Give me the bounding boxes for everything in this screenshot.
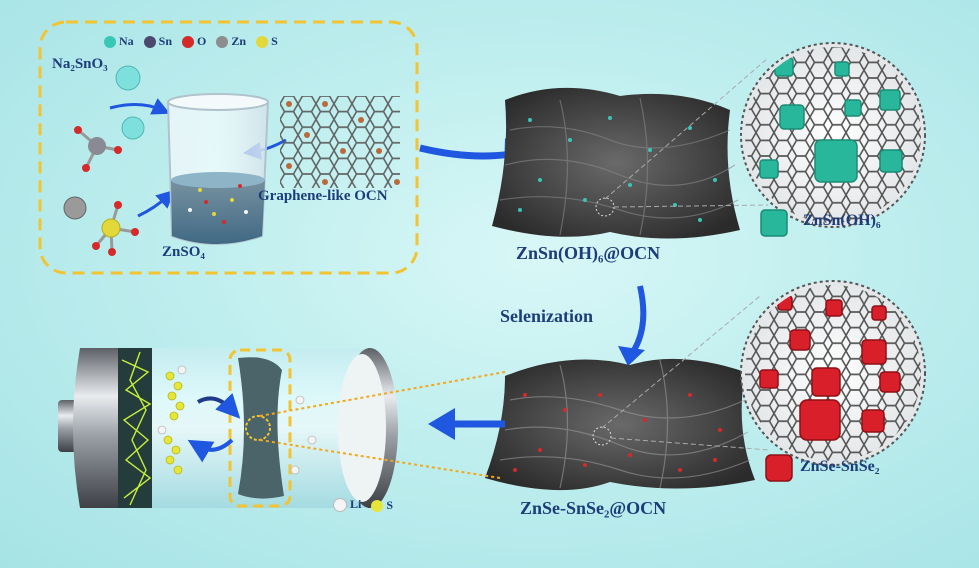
- li-ball-icon: [333, 497, 347, 512]
- label-znse-snse2: ZnSe-SnSe₂: [800, 458, 880, 475]
- zn-ball-icon: [216, 35, 229, 48]
- label-znsnoh6: ZnSn(OH)₆: [803, 212, 881, 229]
- label-na2sno3: Na₂SnO₃: [52, 56, 108, 72]
- legend-na: Na: [104, 34, 134, 49]
- label-znsnoh6-ocn: ZnSn(OH)₆@OCN: [516, 243, 661, 263]
- element-legend: Na Sn O Zn S: [104, 34, 284, 53]
- sn-ball-icon: [143, 35, 156, 48]
- legend-s-battery: S: [371, 498, 393, 513]
- label-znso4: ZnSO₄: [162, 244, 205, 260]
- o-ball-icon: [182, 35, 195, 48]
- synthesis-box: [38, 20, 419, 275]
- s-ball-icon: [256, 35, 269, 48]
- teal-cube-icon: [760, 209, 788, 237]
- legend-li: Li: [333, 497, 361, 512]
- legend-sn: Sn: [143, 34, 172, 49]
- znse-snse2-zoom-circle: [740, 280, 926, 466]
- legend-s: S: [256, 34, 278, 49]
- li-s-battery: [58, 348, 398, 508]
- legend-o: O: [182, 34, 206, 49]
- s-ball-icon: [371, 499, 384, 512]
- na-ball-icon: [104, 35, 116, 48]
- label-graphene-ocn: Graphene-like OCN: [258, 188, 388, 204]
- znsnoh6-zoom-circle: [740, 42, 926, 228]
- graphene-ocn-lattice: [280, 96, 400, 188]
- red-cube-icon: [765, 454, 793, 482]
- na2sno3-molecule: [74, 65, 145, 172]
- znsnoh6-ocn-sheet: [492, 87, 740, 239]
- label-znse-snse2-ocn: ZnSe-SnSe₂@OCN: [520, 498, 667, 518]
- znse-snse2-ocn-sheet: [485, 358, 755, 491]
- battery-legend: Li S: [333, 497, 399, 517]
- znso4-molecule: [63, 196, 139, 256]
- beaker: [166, 93, 270, 245]
- label-selenization: Selenization: [500, 306, 593, 326]
- legend-zn: Zn: [216, 34, 246, 49]
